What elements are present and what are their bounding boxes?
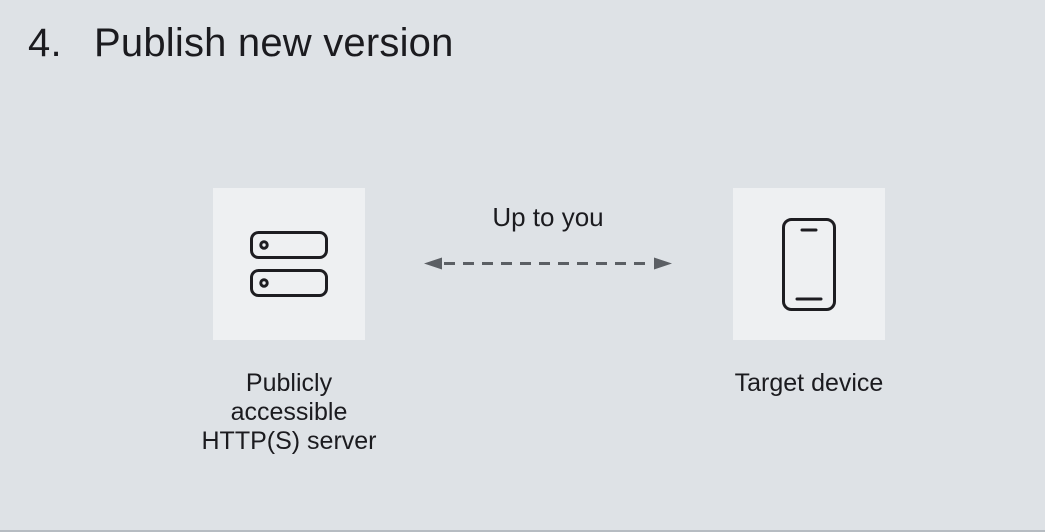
- page-title: 4. Publish new version: [28, 20, 454, 66]
- title-text: Publish new version: [94, 21, 454, 65]
- bottom-edge-line: [0, 530, 1045, 532]
- double-arrow-icon: [424, 257, 672, 270]
- server-card: [213, 188, 365, 340]
- title-number: 4.: [28, 21, 62, 65]
- server-label: Publicly accessible HTTP(S) server: [201, 369, 377, 455]
- target-device-label: Target device: [734, 369, 884, 397]
- connection-label: Up to you: [492, 202, 604, 232]
- smartphone-icon: [782, 217, 836, 311]
- server-icon: [250, 231, 328, 297]
- target-device-card: [733, 188, 885, 340]
